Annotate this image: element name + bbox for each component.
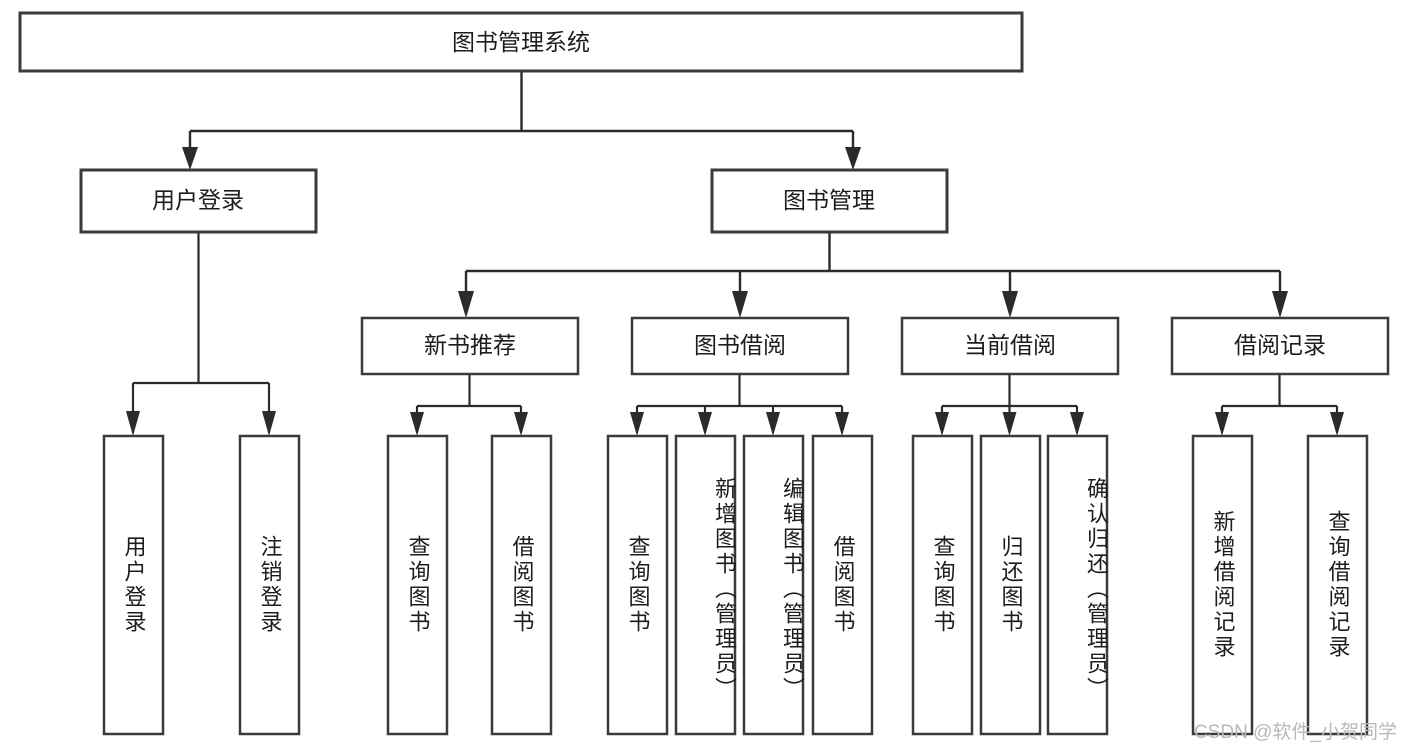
node-leaf-query-book-3[interactable]: [911, 434, 974, 736]
node-leaf-add-record[interactable]: [1191, 434, 1254, 736]
node-leaf-return-book[interactable]: [979, 434, 1042, 736]
node-book-manage[interactable]: 图书管理: [710, 168, 949, 234]
edge-bookborrow-to-leaves: [630, 374, 849, 436]
node-root-label: 图书管理系统: [452, 29, 590, 55]
node-current-borrow-label: 当前借阅: [964, 332, 1056, 358]
edge-borrowrecord-to-leaves: [1215, 374, 1344, 436]
node-borrow-record[interactable]: 借阅记录: [1170, 316, 1390, 376]
node-leaf-query-book-2[interactable]: [606, 434, 669, 736]
node-borrow-record-label: 借阅记录: [1234, 332, 1326, 358]
node-user-login[interactable]: 用户登录: [79, 168, 318, 234]
node-current-borrow[interactable]: 当前借阅: [900, 316, 1120, 376]
node-new-book-rec-label: 新书推荐: [424, 332, 516, 358]
csdn-watermark: CSDN @软件_小贺同学: [1194, 722, 1397, 743]
node-root[interactable]: 图书管理系统: [18, 11, 1024, 73]
node-leaf-logout[interactable]: [238, 434, 301, 736]
edge-root-to-level2: [182, 71, 861, 170]
node-leaf-add-book[interactable]: [674, 434, 737, 736]
node-new-book-rec[interactable]: 新书推荐: [360, 316, 580, 376]
edge-newbook-to-leaves: [410, 374, 528, 436]
node-leaf-query-record[interactable]: [1306, 434, 1369, 736]
node-leaf-confirm-return[interactable]: [1046, 434, 1109, 736]
node-book-manage-label: 图书管理: [783, 187, 875, 213]
edge-userlogin-to-leaves: [126, 232, 276, 436]
node-book-borrow[interactable]: 图书借阅: [630, 316, 850, 376]
node-leaf-query-book-1[interactable]: [386, 434, 449, 736]
node-leaf-user-login[interactable]: [102, 434, 165, 736]
node-leaf-borrow-book-1[interactable]: [490, 434, 553, 736]
node-book-borrow-label: 图书借阅: [694, 332, 786, 358]
edge-bookmanage-to-level3: [458, 232, 1288, 318]
node-leaf-borrow-book-2[interactable]: [811, 434, 874, 736]
node-user-login-label: 用户登录: [152, 187, 244, 213]
edge-currentborrow-to-leaves: [935, 374, 1084, 436]
node-leaf-edit-book[interactable]: [742, 434, 805, 736]
